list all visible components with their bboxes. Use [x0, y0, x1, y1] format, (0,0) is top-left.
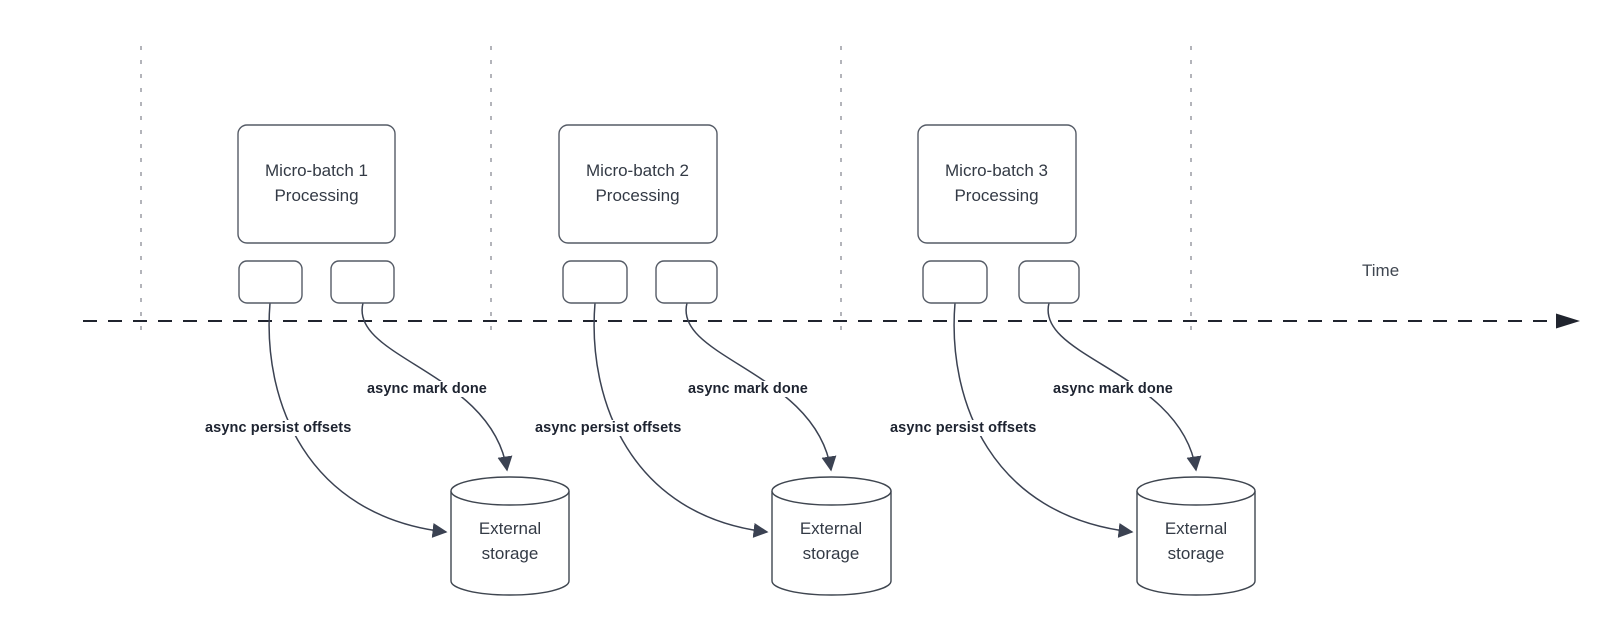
external-storage-cylinder-2	[771, 476, 892, 596]
time-axis-arrowhead	[1556, 313, 1580, 329]
persist-offsets-label-1: async persist offsets	[202, 420, 355, 436]
time-axis-label: Time	[1362, 261, 1400, 280]
mark-done-arrow-3	[1047, 302, 1202, 472]
external-storage-cylinder-3	[1136, 476, 1256, 596]
done-task-box-2	[655, 260, 718, 304]
mark-done-label-3: async mark done	[1050, 381, 1176, 397]
micro-batch-3-box	[917, 124, 1077, 244]
mark-done-arrow-2	[685, 302, 837, 472]
external-storage-label-3: External storage	[1164, 518, 1228, 564]
external-storage-label-2: External storage	[799, 518, 863, 564]
mark-done-label-2: async mark done	[685, 381, 811, 397]
done-task-box-1	[330, 260, 395, 304]
persist-offsets-arrow-2	[593, 302, 769, 538]
external-storage-cylinder-1	[450, 476, 570, 596]
persist-offsets-arrow-3	[953, 302, 1134, 538]
micro-batch-2-label: Micro-batch 2 Processing	[586, 161, 689, 205]
done-task-box-3	[1018, 260, 1080, 304]
persist-offsets-label-2: async persist offsets	[532, 420, 685, 436]
offset-task-box-1	[238, 260, 303, 304]
mark-done-arrow-1	[361, 302, 513, 472]
persist-offsets-arrow-1	[268, 302, 448, 538]
micro-batch-1-box	[237, 124, 396, 244]
persist-offsets-label-3: async persist offsets	[887, 420, 1040, 436]
micro-batch-3-label: Micro-batch 3 Processing	[945, 161, 1048, 205]
offset-task-box-3	[922, 260, 988, 304]
micro-batch-1-label: Micro-batch 1 Processing	[265, 161, 368, 205]
external-storage-label-1: External storage	[478, 518, 542, 564]
offset-task-box-2	[562, 260, 628, 304]
mark-done-label-1: async mark done	[364, 381, 490, 397]
micro-batch-2-box	[558, 124, 718, 244]
